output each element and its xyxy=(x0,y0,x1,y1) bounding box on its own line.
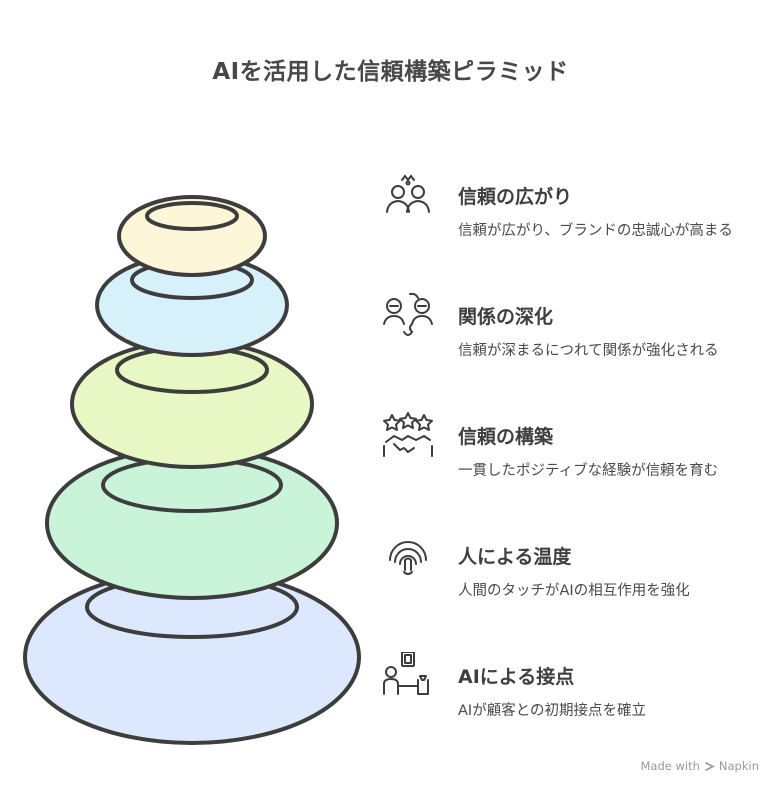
people-network-icon xyxy=(386,174,430,213)
napkin-brand-label: Napkin xyxy=(718,759,759,773)
layer-description: 信頼が広がり、ブランドの忠誠心が高まる xyxy=(458,223,733,239)
layer-description: 一貫したポジティブな経験が信頼を育む xyxy=(458,463,719,479)
fingerprint-touch-icon xyxy=(389,541,427,575)
layer-description: 信頼が深まるにつれて関係が強化される xyxy=(458,343,719,359)
layer-description: AIが顧客との初期接点を確立 xyxy=(458,703,647,719)
people-exchange-icon xyxy=(383,292,433,336)
made-with-label: Made with xyxy=(640,759,700,773)
layer-item-relationship: 関係の深化 信頼が深まるにつれて関係が強化される xyxy=(380,292,760,372)
pyramid-ring-trust-building xyxy=(70,339,314,469)
stars-handshake-icon xyxy=(383,412,433,457)
layer-item-ai-touchpoint: AIによる接点 AIが顧客との初期接点を確立 xyxy=(380,652,760,732)
napkin-logo-icon xyxy=(705,761,715,771)
layer-heading: 信頼の広がり xyxy=(458,186,573,208)
layer-heading: 人による温度 xyxy=(458,546,572,568)
layer-heading: 関係の深化 xyxy=(458,306,554,328)
napkin-watermark: Made with Napkin xyxy=(641,759,760,773)
layer-heading: 信頼の構築 xyxy=(458,426,554,448)
layer-description: 人間のタッチがAIの相互作用を強化 xyxy=(458,583,690,599)
layer-item-trust-spread: 信頼の広がり 信頼が広がり、ブランドの忠誠心が高まる xyxy=(380,172,760,252)
layer-item-trust-building: 信頼の構築 一貫したポジティブな経験が信頼を育む xyxy=(380,412,760,492)
pyramid-ring-relationship xyxy=(95,253,289,357)
page-title: AIを活用した信頼構築ピラミッド xyxy=(212,59,569,85)
pyramid-ring-human-warmth xyxy=(45,446,339,600)
person-device-icon xyxy=(383,652,429,695)
pyramid-ring-trust-spread xyxy=(117,195,267,277)
layer-item-human-warmth: 人による温度 人間のタッチがAIの相互作用を強化 xyxy=(380,532,760,612)
layer-heading: AIによる接点 xyxy=(458,666,575,688)
